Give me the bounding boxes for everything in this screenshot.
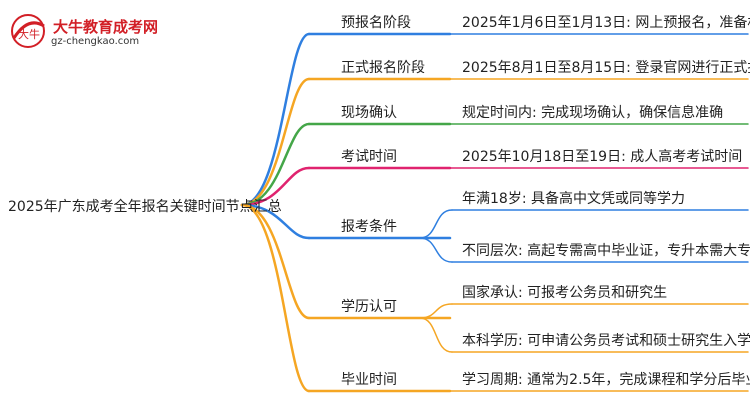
leaf-label-0-0: 2025年1月6日至1月13日: 网上预报名，准备材料 [462,15,750,31]
site-logo[interactable]: 大牛 大牛教育成考网 gz-chengkao.com [8,8,178,54]
branch-label-3: 考试时间 [341,149,397,165]
logo-url: gz-chengkao.com [51,36,140,47]
branch-label-6: 毕业时间 [341,372,397,388]
branch-label-5: 学历认可 [341,299,397,315]
leaf-label-5-1: 本科学历: 可申请公务员考试和硕士研究生入学考试 [462,333,750,349]
leaf-label-6-0: 学习周期: 通常为2.5年，完成课程和学分后毕业 [462,372,750,388]
branch-label-1: 正式报名阶段 [341,60,425,76]
edge-root-to-1 [240,77,311,207]
leaf-label-1-0: 2025年8月1日至8月15日: 登录官网进行正式报名 [462,60,750,76]
edge-branch-5-leaf-0 [419,303,453,319]
edge-branch-4-leaf-1 [419,237,453,263]
root-node: 2025年广东成考全年报名关键时间节点汇总 [8,199,282,215]
edge-root-to-6 [240,203,311,393]
edge-root-to-4 [240,203,311,240]
leaf-label-4-1: 不同层次: 高起专需高中毕业证，专升本需大专学历 [462,243,750,259]
logo-mark-text: 大牛 [18,27,40,41]
edge-branch-4-leaf-0 [419,209,453,239]
leaf-label-3-0: 2025年10月18日至19日: 成人高考考试时间 [462,149,743,165]
branch-label-2: 现场确认 [341,105,397,121]
edge-root-to-0 [240,32,311,207]
edge-root-to-5 [240,203,311,320]
edge-branch-5-leaf-1 [419,317,453,353]
logo-mark-icon: 大牛 [11,14,45,48]
logo-title: 大牛教育成考网 [53,18,159,36]
edge-root-to-3 [240,166,311,207]
branch-label-0: 预报名阶段 [341,15,411,31]
edge-root-to-2 [240,122,311,207]
leaf-label-4-0: 年满18岁: 具备高中文凭或同等学力 [462,191,685,207]
branch-label-4: 报考条件 [341,219,397,235]
leaf-label-5-0: 国家承认: 可报考公务员和研究生 [462,285,668,301]
leaf-label-2-0: 规定时间内: 完成现场确认，确保信息准确 [462,105,724,121]
